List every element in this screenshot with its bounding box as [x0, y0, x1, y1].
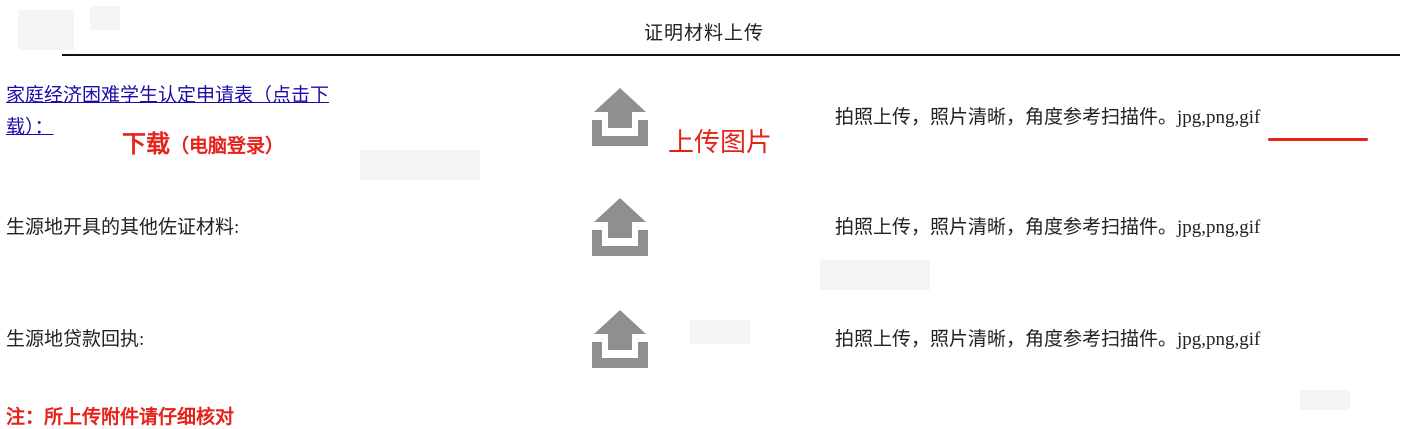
format-underline-mark [1268, 138, 1368, 141]
upload-icon[interactable] [588, 86, 652, 148]
application-form-link[interactable]: 家庭经济困难学生认定申请表（点击下 载）： [6, 80, 386, 144]
application-form-link-line1[interactable]: 家庭经济困难学生认定申请表（点击下 [6, 85, 330, 106]
upload-hint: 拍照上传，照片清晰，角度参考扫描件。jpg,png,gif [835, 329, 1261, 350]
upload-icon-graphic [592, 310, 648, 368]
watermark [18, 10, 74, 50]
attachment-note: 注：所上传附件请仔细核对 [6, 407, 235, 428]
upload-row-label: 生源地开具的其他佐证材料: [6, 217, 240, 238]
download-label[interactable]: 下载 [122, 131, 170, 158]
watermark [690, 320, 750, 344]
upload-image-button[interactable]: 上传图片 [668, 127, 773, 157]
upload-icon-graphic [592, 88, 648, 146]
upload-icon[interactable] [588, 196, 652, 258]
upload-row-label: 生源地贷款回执: [6, 329, 145, 350]
watermark [820, 260, 930, 290]
upload-hint: 拍照上传，照片清晰，角度参考扫描件。jpg,png,gif [835, 217, 1261, 238]
upload-row-other-proof: 生源地开具的其他佐证材料: 拍照上传，照片清晰，角度参考扫描件。jpg,png,… [0, 190, 1408, 264]
title-divider [62, 54, 1400, 56]
upload-row-application-form: 家庭经济困难学生认定申请表（点击下 载）： 下载（电脑登录） 上传图片 拍照上传… [0, 80, 1408, 158]
watermark [360, 150, 480, 180]
download-note: （电脑登录） [170, 136, 285, 157]
download-link[interactable]: 下载（电脑登录） [122, 124, 284, 159]
upload-icon-graphic [592, 198, 648, 256]
upload-row-loan-receipt: 生源地贷款回执: 拍照上传，照片清晰，角度参考扫描件。jpg,png,gif [0, 302, 1408, 376]
watermark [1300, 390, 1350, 410]
watermark [90, 6, 120, 30]
upload-hint: 拍照上传，照片清晰，角度参考扫描件。jpg,png,gif [835, 107, 1261, 128]
upload-icon[interactable] [588, 308, 652, 370]
application-form-link-line2[interactable]: 载）： [6, 117, 54, 138]
page-title: 证明材料上传 [643, 23, 764, 44]
